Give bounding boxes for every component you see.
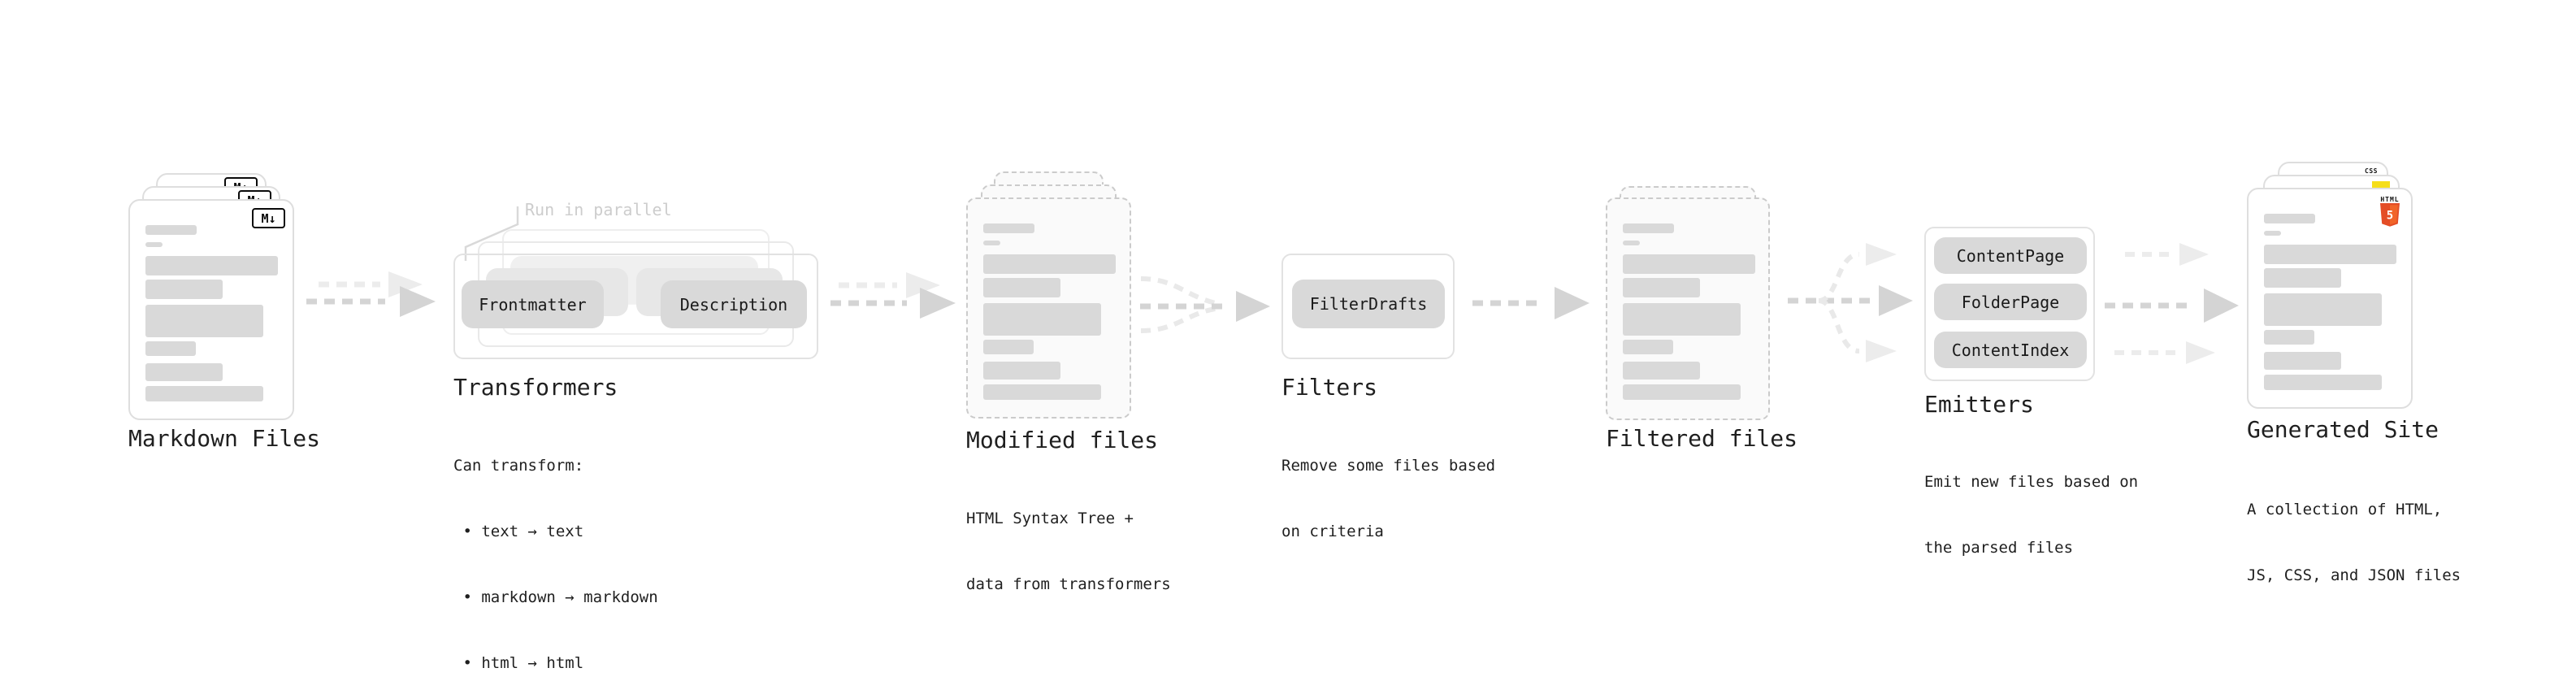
pill-filterdrafts: FilterDrafts <box>1292 280 1445 328</box>
markdown-file-card-front: M↓ <box>128 199 294 420</box>
description-line: • text → text <box>453 523 584 540</box>
transformers-description: Can transform: • text → text • markdown … <box>453 411 658 681</box>
html-file-card: HTML 5 <box>2247 188 2413 409</box>
description-line: on criteria <box>1281 523 1384 540</box>
description-line: the parsed files <box>1924 539 2074 557</box>
placeholder-line <box>983 303 1101 336</box>
description-line: data from transformers <box>966 575 1171 593</box>
placeholder-line <box>2264 330 2314 345</box>
arrow-markdown-to-transformers <box>306 271 436 317</box>
css-badge-label: CSS <box>2365 167 2378 175</box>
placeholder-line <box>983 241 1000 245</box>
pill-contentindex: ContentIndex <box>1934 332 2087 368</box>
placeholder-line <box>2264 352 2341 370</box>
markdown-icon: M↓ <box>252 208 285 228</box>
placeholder-line <box>145 341 196 356</box>
filters-description: Remove some files based on criteria <box>1281 411 1495 587</box>
placeholder-line <box>983 223 1034 233</box>
stage-title-transformers: Transformers <box>453 374 618 401</box>
placeholder-line <box>145 386 263 401</box>
transformer-frame-front <box>453 254 818 359</box>
description-line: A collection of HTML, <box>2247 501 2443 518</box>
placeholder-line <box>983 278 1060 297</box>
html5-shield: 5 <box>2380 203 2400 227</box>
placeholder-line <box>145 242 163 247</box>
placeholder-line <box>145 305 263 337</box>
arrow-transformers-to-modified <box>830 272 956 319</box>
filtered-file-card-front <box>1606 197 1770 420</box>
placeholder-line <box>2264 375 2382 390</box>
placeholder-line <box>145 280 223 299</box>
placeholder-line <box>2264 245 2396 264</box>
placeholder-line <box>1623 303 1741 336</box>
placeholder-line <box>2264 231 2281 236</box>
html5-icon: HTML 5 <box>2378 196 2402 231</box>
placeholder-line <box>983 384 1101 400</box>
pill-folderpage: FolderPage <box>1934 284 2087 320</box>
filters-frame <box>1281 254 1455 359</box>
generated-site-description: A collection of HTML, JS, CSS, and JSON … <box>2247 455 2461 631</box>
js-badge-icon <box>2372 181 2390 190</box>
stage-title-modified-files: Modified files <box>966 427 1159 453</box>
description-line: Remove some files based <box>1281 457 1496 475</box>
placeholder-line <box>2264 293 2382 326</box>
placeholder-line <box>1623 278 1700 297</box>
placeholder-line <box>1623 340 1673 354</box>
stage-title-generated-site: Generated Site <box>2247 416 2439 443</box>
markdown-icon-label: M↓ <box>261 210 276 226</box>
arrow-filters-to-filtered <box>1472 287 1589 319</box>
placeholder-line <box>983 254 1116 274</box>
arrow-filtered-to-emitters <box>1788 243 1913 362</box>
description-line: Emit new files based on <box>1924 473 2139 491</box>
placeholder-line <box>1623 362 1700 380</box>
description-line: JS, CSS, and JSON files <box>2247 566 2461 584</box>
placeholder-line <box>145 225 197 235</box>
stage-title-filters: Filters <box>1281 374 1378 401</box>
emitters-description: Emit new files based on the parsed files <box>1924 427 2138 603</box>
placeholder-line <box>983 362 1060 380</box>
html5-number: 5 <box>2387 210 2393 223</box>
description-line: • html → html <box>453 654 584 672</box>
pill-description: Description <box>661 280 807 328</box>
pill-frontmatter: Frontmatter <box>462 280 604 328</box>
placeholder-line <box>1623 241 1640 245</box>
arrow-modified-to-filters <box>1140 276 1270 333</box>
emitters-frame <box>1924 227 2095 381</box>
placeholder-line <box>1623 254 1755 274</box>
placeholder-line <box>145 363 223 381</box>
placeholder-line <box>145 256 278 275</box>
stage-title-emitters: Emitters <box>1924 391 2034 418</box>
placeholder-line <box>1623 223 1674 233</box>
stage-title-markdown-files: Markdown Files <box>128 425 321 452</box>
modified-file-card-front <box>966 197 1131 419</box>
description-line: Can transform: <box>453 457 584 475</box>
html5-badge-label: HTML <box>2380 196 2400 203</box>
placeholder-line <box>1623 384 1741 400</box>
run-in-parallel-annotation: Run in parallel <box>525 200 672 219</box>
pill-contentpage: ContentPage <box>1934 237 2087 274</box>
arrow-emitters-to-generated <box>2105 243 2239 364</box>
stage-title-filtered-files: Filtered files <box>1606 425 1798 452</box>
modified-files-description: HTML Syntax Tree + data from transformer… <box>966 464 1171 640</box>
placeholder-line <box>2264 214 2315 223</box>
description-line: HTML Syntax Tree + <box>966 510 1134 527</box>
placeholder-line <box>983 340 1034 354</box>
placeholder-line <box>2264 268 2341 288</box>
description-line: • markdown → markdown <box>453 588 658 606</box>
